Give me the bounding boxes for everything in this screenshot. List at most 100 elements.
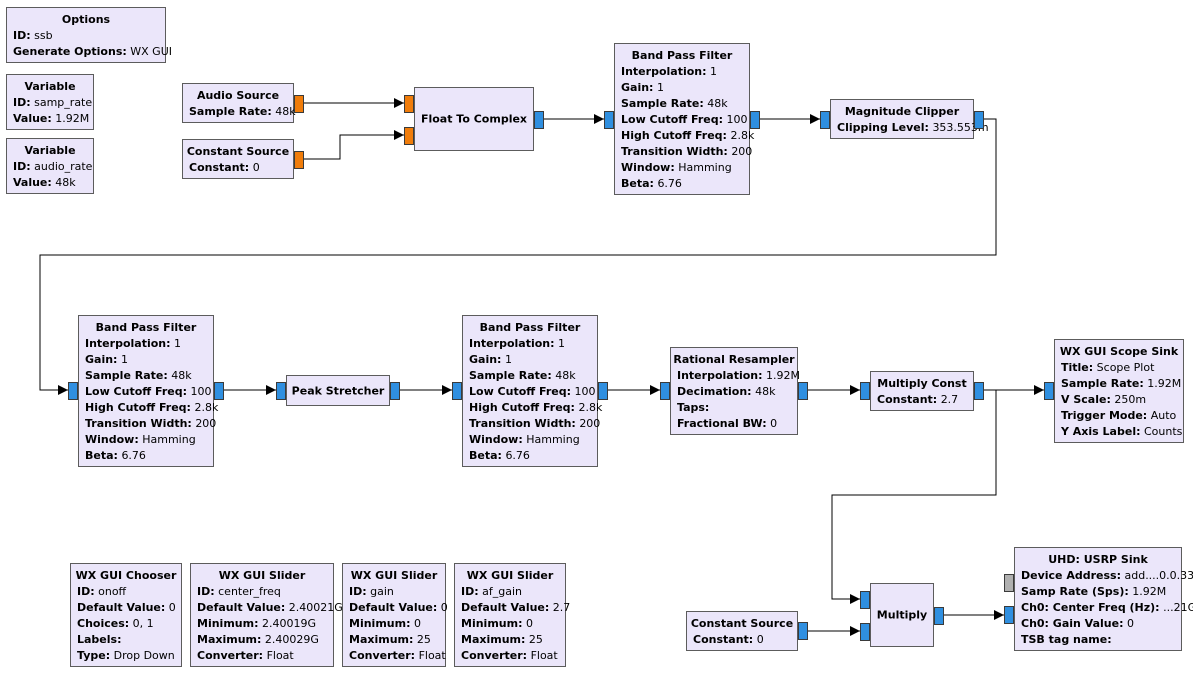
input-port[interactable] — [860, 382, 870, 400]
output-port[interactable] — [598, 382, 608, 400]
output-port[interactable] — [750, 111, 760, 129]
wx-gui-chooser-block[interactable]: WX GUI Chooser ID: onoff Default Value: … — [70, 563, 182, 667]
input-port[interactable] — [1004, 606, 1014, 624]
input-port-1[interactable] — [860, 623, 870, 641]
param-high-cutoff: High Cutoff Freq: 2.8k — [469, 401, 603, 414]
constant-source-block[interactable]: Constant Source Constant: 0 — [182, 139, 304, 179]
multiply-const-block[interactable]: Multiply Const Constant: 2.7 — [860, 371, 984, 411]
param-maximum: Maximum: 2.40029G — [197, 633, 319, 646]
wx-gui-scope-sink-block[interactable]: WX GUI Scope Sink Title: Scope Plot Samp… — [1044, 339, 1184, 443]
param-default-value: Default Value: 2.7 — [461, 601, 571, 614]
variable-audio-rate-block[interactable]: Variable ID: audio_rate Value: 48k — [6, 138, 94, 194]
param-y-axis-label: Y Axis Label: Counts — [1061, 425, 1183, 438]
band-pass-filter-block[interactable]: Band Pass Filter Interpolation: 1 Gain: … — [452, 315, 608, 467]
block-title: Float To Complex — [420, 112, 528, 126]
audio-source-block[interactable]: Audio Source Sample Rate: 48k — [182, 83, 304, 123]
wire-clipper-to-bpf2 — [39, 118, 997, 395]
output-port[interactable] — [798, 382, 808, 400]
input-port[interactable] — [820, 111, 830, 129]
input-port[interactable] — [604, 111, 614, 129]
output-port[interactable] — [798, 622, 808, 640]
uhd-usrp-sink-block[interactable]: UHD: USRP Sink Device Address: add....0.… — [1004, 547, 1193, 651]
param-value: Value: 48k — [13, 176, 76, 189]
band-pass-filter-block[interactable]: Band Pass Filter Interpolation: 1 Gain: … — [68, 315, 224, 467]
options-block[interactable]: Options ID: ssb Generate Options: WX GUI — [6, 7, 172, 63]
block-title: Band Pass Filter — [479, 321, 581, 334]
param-tsb-tag-name: TSB tag name: — [1021, 633, 1112, 646]
param-fractional-bw: Fractional BW: 0 — [677, 417, 778, 430]
param-id: ID: samp_rate — [13, 96, 93, 109]
message-port[interactable] — [1004, 574, 1014, 592]
param-low-cutoff: Low Cutoff Freq: 100 — [621, 113, 748, 126]
output-port[interactable] — [294, 151, 304, 169]
block-title: WX GUI Slider — [218, 569, 306, 582]
output-port[interactable] — [974, 111, 984, 129]
input-port[interactable] — [68, 382, 78, 400]
input-port-re[interactable] — [404, 95, 414, 113]
param-id: ID: gain — [349, 585, 394, 598]
param-constant: Constant: 2.7 — [877, 393, 959, 406]
param-taps: Taps: — [677, 401, 710, 414]
block-title: WX GUI Slider — [466, 569, 554, 582]
param-center-freq: Ch0: Center Freq (Hz): ...21G — [1021, 601, 1193, 614]
param-high-cutoff: High Cutoff Freq: 2.8k — [85, 401, 219, 414]
block-title: Band Pass Filter — [95, 321, 197, 334]
input-port[interactable] — [1044, 382, 1054, 400]
param-interpolation: Interpolation: 1 — [469, 337, 566, 350]
param-low-cutoff: Low Cutoff Freq: 100 — [469, 385, 596, 398]
output-port[interactable] — [534, 111, 544, 129]
param-type: Type: Drop Down — [77, 649, 175, 662]
block-title: UHD: USRP Sink — [1048, 553, 1148, 566]
wire-mulconst-to-multiply — [831, 389, 997, 604]
param-constant: Constant: 0 — [693, 633, 764, 646]
multiply-block[interactable]: Multiply — [860, 583, 944, 647]
block-title: Rational Resampler — [673, 353, 795, 366]
rational-resampler-block[interactable]: Rational Resampler Interpolation: 1.92M … — [660, 347, 808, 435]
block-title: Multiply — [876, 608, 928, 622]
block-title: Variable — [24, 80, 76, 93]
output-port[interactable] — [390, 382, 400, 400]
param-decimation: Decimation: 48k — [677, 385, 776, 398]
param-converter: Converter: Float — [349, 649, 446, 662]
param-interpolation: Interpolation: 1.92M — [677, 369, 800, 382]
param-default-value: Default Value: 0 — [349, 601, 448, 614]
wx-gui-slider-block[interactable]: WX GUI Slider ID: af_gain Default Value:… — [454, 563, 571, 667]
variable-samp-rate-block[interactable]: Variable ID: samp_rate Value: 1.92M — [6, 74, 94, 130]
param-value: Value: 1.92M — [13, 112, 90, 125]
band-pass-filter-block[interactable]: Band Pass Filter Interpolation: 1 Gain: … — [604, 43, 760, 195]
param-minimum: Minimum: 0 — [349, 617, 421, 630]
param-id: ID: onoff — [77, 585, 127, 598]
param-converter: Converter: Float — [461, 649, 558, 662]
input-port-im[interactable] — [404, 127, 414, 145]
block-title: WX GUI Chooser — [75, 569, 177, 582]
param-choices: Choices: 0, 1 — [77, 617, 154, 630]
output-port[interactable] — [294, 95, 304, 113]
param-device-address: Device Address: add....0.0.33 — [1021, 569, 1193, 582]
param-title: Title: Scope Plot — [1061, 361, 1155, 374]
param-sample-rate: Sample Rate: 48k — [469, 369, 576, 382]
param-samp-rate: Samp Rate (Sps): 1.92M — [1021, 585, 1167, 598]
output-port[interactable] — [974, 382, 984, 400]
param-gain-value: Ch0: Gain Value: 0 — [1021, 617, 1134, 630]
block-title: Options — [61, 13, 111, 26]
param-constant: Constant: 0 — [189, 161, 260, 174]
param-generate-options: Generate Options: WX GUI — [13, 45, 172, 58]
param-beta: Beta: 6.76 — [621, 177, 682, 190]
param-transition-width: Transition Width: 200 — [85, 417, 217, 430]
param-transition-width: Transition Width: 200 — [621, 145, 753, 158]
param-sample-rate: Sample Rate: 48k — [85, 369, 192, 382]
wx-gui-slider-block[interactable]: WX GUI Slider ID: center_freq Default Va… — [190, 563, 343, 667]
output-port[interactable] — [214, 382, 224, 400]
input-port[interactable] — [452, 382, 462, 400]
output-port[interactable] — [934, 607, 944, 625]
param-clipping-level: Clipping Level: 353.553m — [837, 121, 989, 134]
constant-source-block[interactable]: Constant Source Constant: 0 — [686, 611, 808, 651]
float-to-complex-block[interactable]: Float To Complex — [404, 87, 544, 151]
input-port[interactable] — [660, 382, 670, 400]
param-gain: Gain: 1 — [85, 353, 128, 366]
input-port-0[interactable] — [860, 591, 870, 609]
peak-stretcher-block[interactable]: Peak Stretcher — [276, 375, 400, 406]
magnitude-clipper-block[interactable]: Magnitude Clipper Clipping Level: 353.55… — [820, 99, 989, 139]
wx-gui-slider-block[interactable]: WX GUI Slider ID: gain Default Value: 0 … — [342, 563, 448, 667]
input-port[interactable] — [276, 382, 286, 400]
